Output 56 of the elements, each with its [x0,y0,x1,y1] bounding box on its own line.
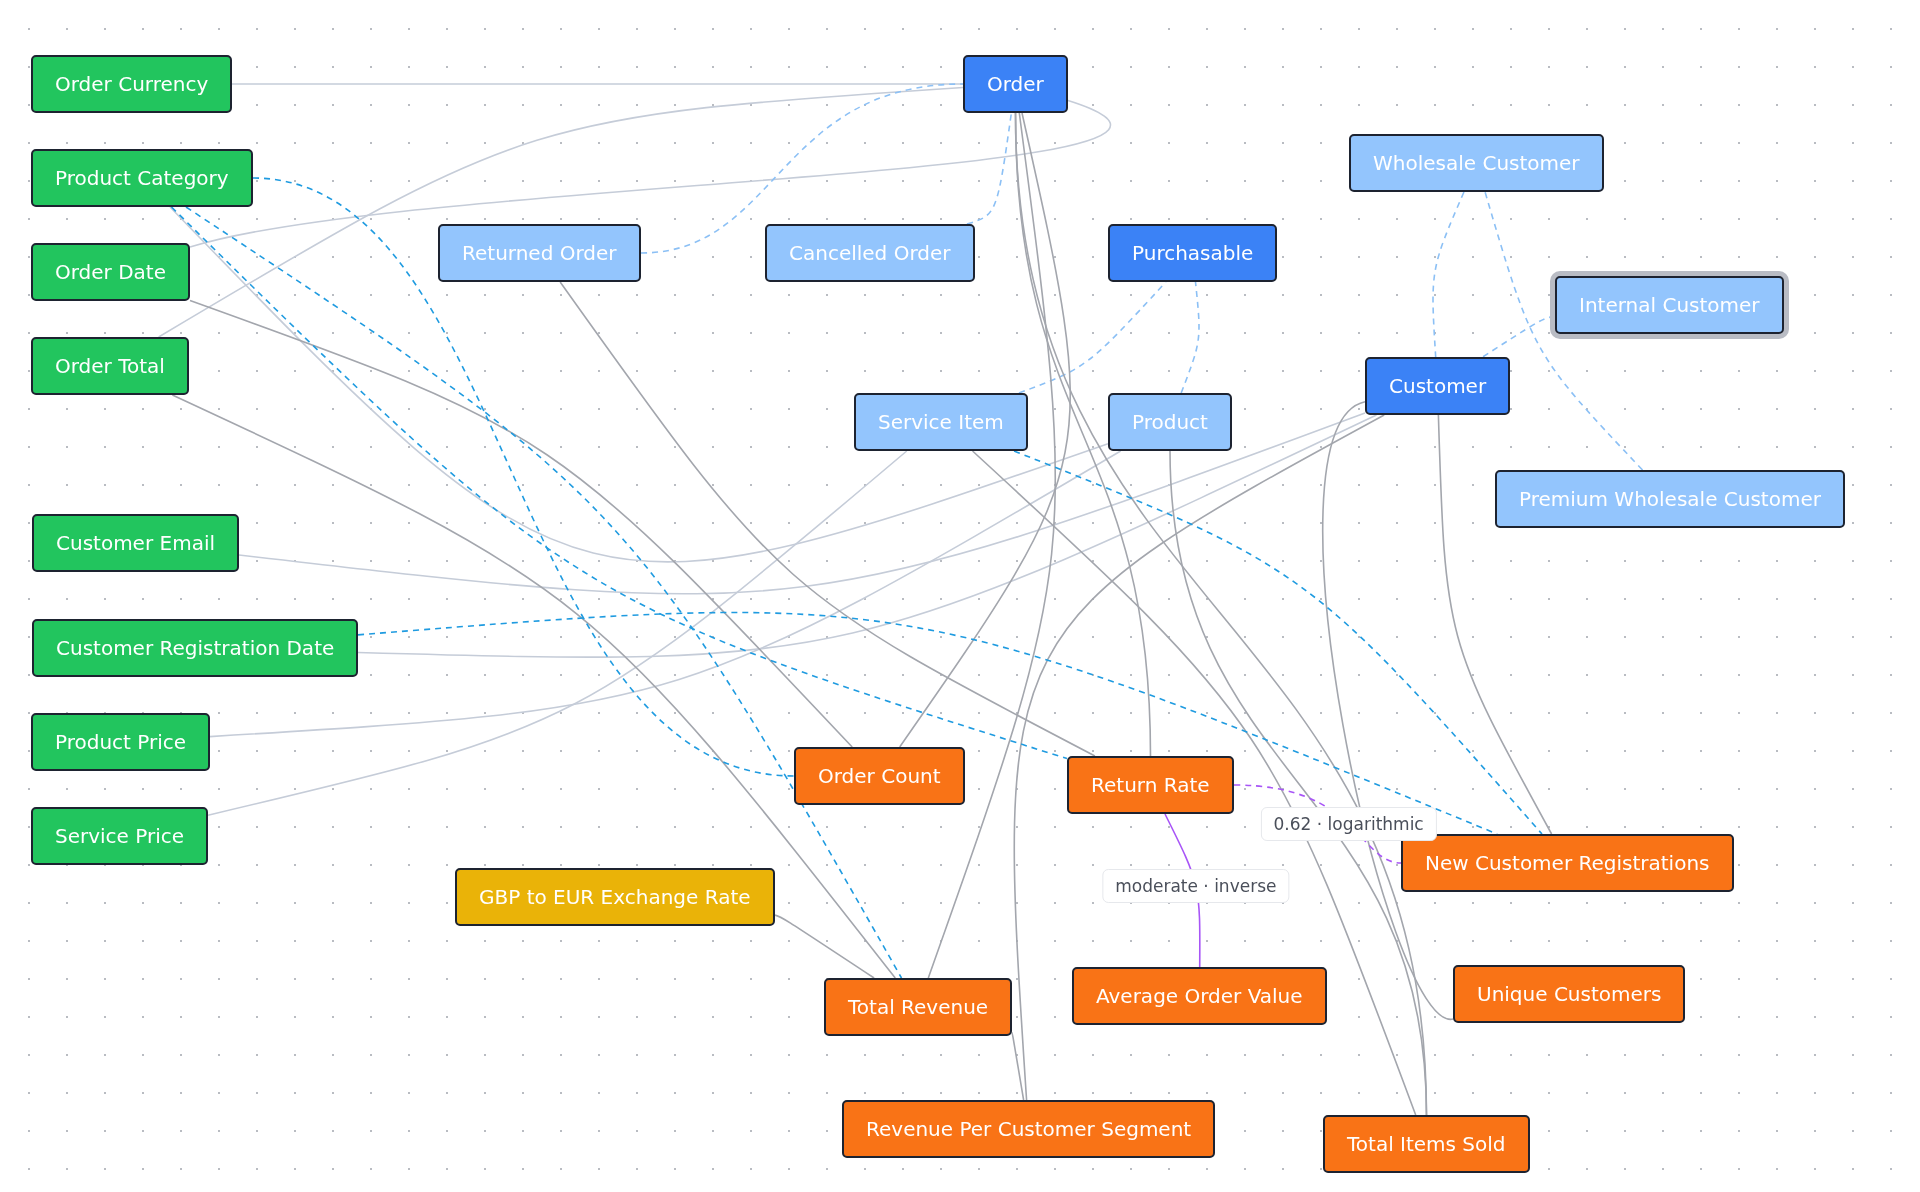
node-box: GBP to EUR Exchange Rate [455,868,775,926]
node-box: Cancelled Order [765,224,975,282]
node-box: Order Total [31,337,189,395]
node-box: Purchasable [1108,224,1278,282]
node-box: New Customer Registrations [1401,834,1734,892]
node-box: Customer Email [32,514,239,572]
node-box: Order Date [31,243,190,301]
node-box: Product Price [31,713,211,771]
connector-line [966,112,1013,225]
edge-label: 0.62 · logarithmic [1260,807,1437,841]
connector-line [971,450,1417,1116]
connector-line [1437,414,1553,835]
connector-line [640,83,964,254]
node-box: Service Item [854,393,1028,451]
connector-line [238,412,1366,595]
connector-line [252,177,795,777]
connector-line [1014,112,1428,1116]
connector-line [898,112,1071,748]
node-box: Total Revenue [824,978,1013,1036]
connector-line [1484,191,1644,471]
connector-line [157,86,964,338]
node-box: Total Items Sold [1323,1115,1530,1173]
connector-line [559,281,1096,757]
node-box: Product Category [31,149,253,207]
connector-line [207,450,908,816]
node-box: Revenue Per Customer Segment [842,1100,1216,1158]
connector-line [185,206,903,979]
connector-line [169,206,1109,563]
connector-line [927,112,1056,979]
connector-line [171,394,897,979]
node-box: Average Order Value [1072,967,1327,1025]
node-box: Order Currency [31,55,233,113]
node-box: Customer [1365,357,1511,415]
connector-line [1432,191,1465,358]
node-box: Unique Customers [1453,965,1686,1023]
connector-line [209,450,1122,738]
connector-line [1322,400,1454,1020]
connector-line [1013,414,1385,1101]
node-box: Returned Order [438,224,641,282]
node-box: Order [963,55,1068,113]
connector-line [189,99,1108,248]
connector-line [170,206,1068,760]
connector-line [357,414,1378,658]
edge-label: moderate · inverse [1102,869,1290,904]
connector-line [189,299,853,748]
node-box: Wholesale Customer [1349,134,1604,192]
connector-line [1180,281,1200,394]
connector-line [1013,450,1543,835]
node-box: Service Price [31,807,209,865]
connector-line [1011,1031,1025,1101]
node-box: Product [1108,393,1232,451]
node-box: Order Count [794,747,965,805]
node-box: Premium Wholesale Customer [1495,470,1845,528]
node-box: Return Rate [1067,756,1234,814]
node-box: Customer Registration Date [32,619,359,677]
connector-line [774,914,875,979]
